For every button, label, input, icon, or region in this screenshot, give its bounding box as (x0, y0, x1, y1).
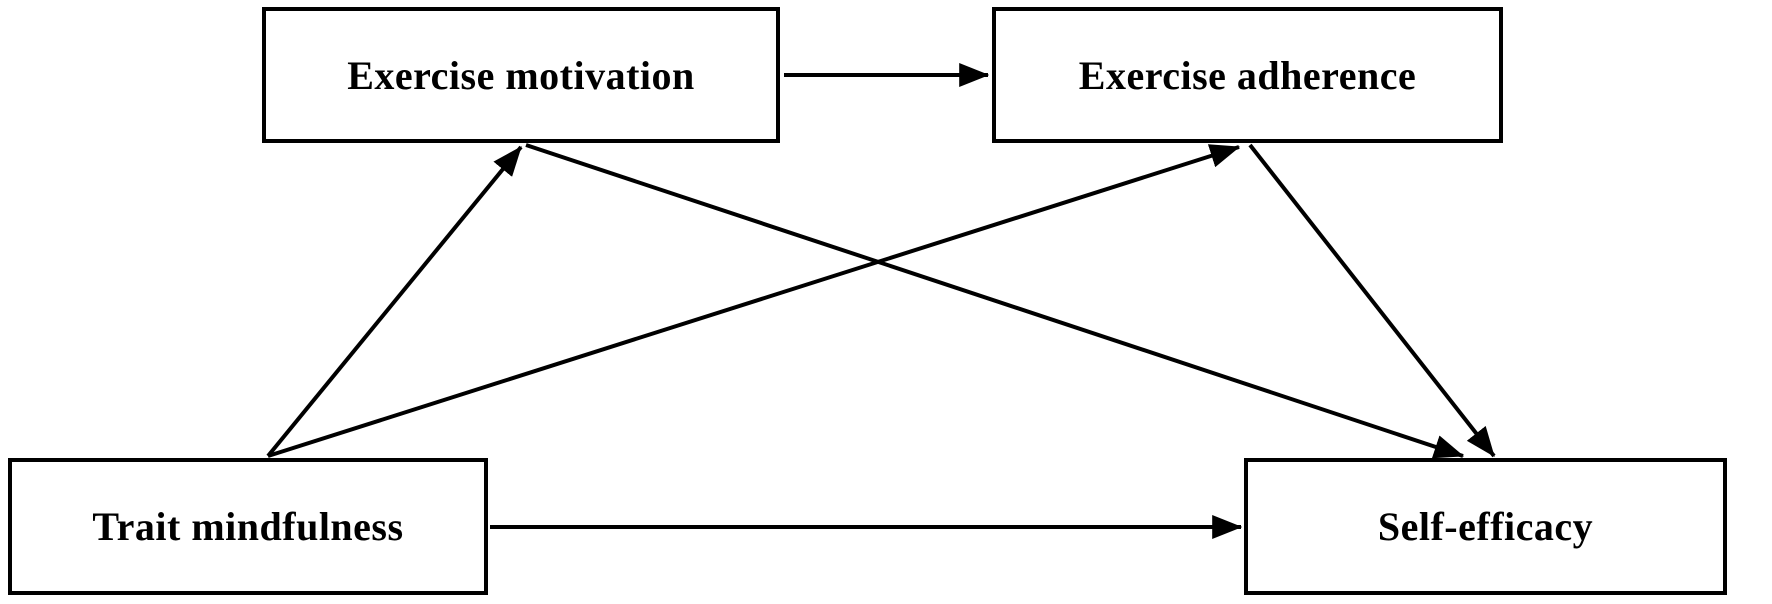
node-exercise-adherence-label: Exercise adherence (1078, 52, 1417, 98)
edge-trait-mindfulness-to-exercise-motivation (266, 145, 523, 458)
node-trait-mindfulness-label: Trait mindfulness (92, 504, 404, 549)
node-self-efficacy: Self-efficacy (1244, 458, 1727, 595)
node-exercise-motivation-label: Exercise motivation (347, 52, 695, 98)
node-trait-mindfulness: Trait mindfulness (8, 458, 488, 595)
edge-exercise-motivation-to-self-efficacy (525, 143, 1465, 459)
node-exercise-motivation: Exercise motivation (262, 7, 780, 143)
node-self-efficacy-label: Self-efficacy (1377, 504, 1594, 549)
edge-trait-mindfulness-to-exercise-adherence (267, 144, 1241, 458)
node-exercise-adherence: Exercise adherence (992, 7, 1503, 143)
edge-exercise-adherence-to-self-efficacy (1248, 143, 1496, 458)
